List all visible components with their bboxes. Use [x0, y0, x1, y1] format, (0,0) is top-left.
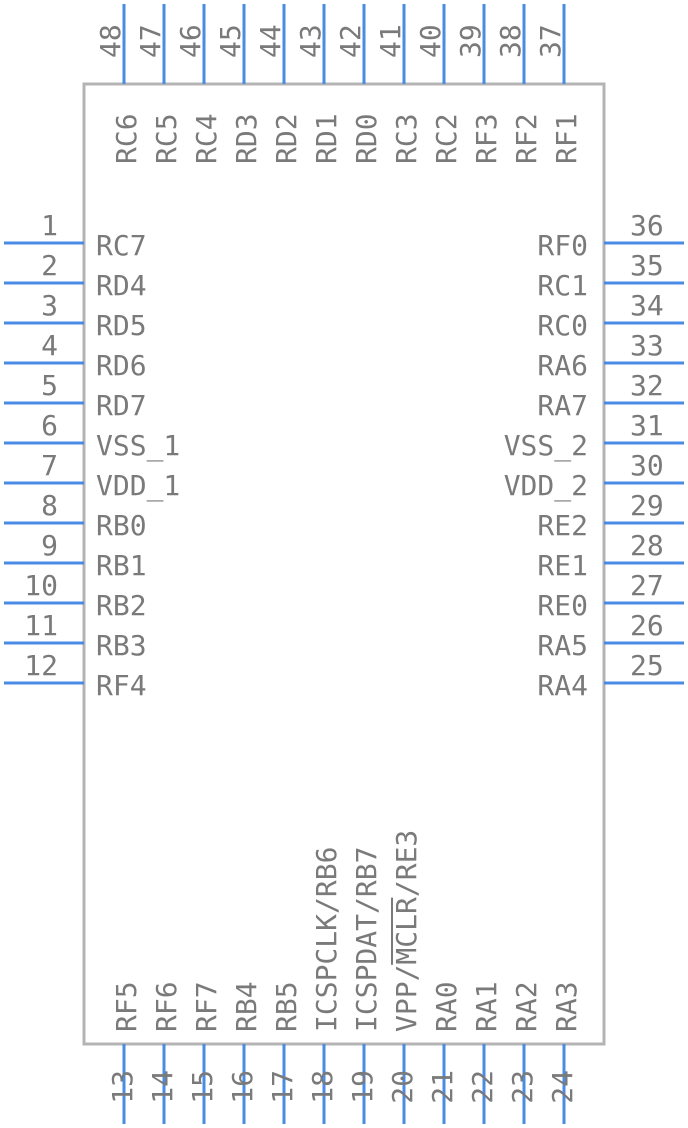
pin-number-46: 46: [174, 24, 207, 58]
pin-number-38: 38: [494, 24, 527, 58]
pin-number-11: 11: [24, 609, 58, 642]
pin-number-29: 29: [630, 489, 664, 522]
pin-number-31: 31: [630, 409, 664, 442]
pin-number-9: 9: [41, 529, 58, 562]
pin-number-25: 25: [630, 649, 664, 682]
pin-number-23: 23: [506, 1070, 539, 1104]
pin-number-21: 21: [426, 1070, 459, 1104]
pin-name-40: RC2: [430, 113, 463, 164]
pin-number-33: 33: [630, 329, 664, 362]
pin-name-21: RA0: [430, 981, 463, 1032]
pin-name-48: RC6: [110, 113, 143, 164]
pin-name-44: RD2: [270, 113, 303, 164]
pin-name-20: VPP/MCLR/RE3: [390, 830, 423, 1032]
pin-name-42: RD0: [350, 113, 383, 164]
pin-number-30: 30: [630, 449, 664, 482]
pin-name-41: RC3: [390, 113, 423, 164]
pin-number-2: 2: [41, 249, 58, 282]
pin-name-30: VDD_2: [504, 469, 588, 503]
pin-number-26: 26: [630, 609, 664, 642]
pin-name-15: RF7: [190, 981, 223, 1032]
pin-number-18: 18: [306, 1070, 339, 1104]
pin-number-34: 34: [630, 289, 664, 322]
pin-number-39: 39: [454, 24, 487, 58]
pin-number-27: 27: [630, 569, 664, 602]
pin-number-4: 4: [41, 329, 58, 362]
pin-number-16: 16: [226, 1070, 259, 1104]
pin-number-17: 17: [266, 1070, 299, 1104]
pin-name-25: RA4: [537, 669, 588, 702]
pin-number-6: 6: [41, 409, 58, 442]
pin-number-32: 32: [630, 369, 664, 402]
pin-name-32: RA7: [537, 389, 588, 422]
pin-number-43: 43: [294, 24, 327, 58]
pin-name-27: RE0: [537, 589, 588, 622]
pin-name-6: VSS_1: [96, 429, 180, 463]
pin-name-23: RA2: [510, 981, 543, 1032]
pin-number-22: 22: [466, 1070, 499, 1104]
pin-number-28: 28: [630, 529, 664, 562]
pin-name-24: RA3: [550, 981, 583, 1032]
pin-number-15: 15: [186, 1070, 219, 1104]
pin-name-39: RF3: [470, 113, 503, 164]
pin-name-16: RB4: [230, 981, 263, 1032]
pin-name-29: RE2: [537, 509, 588, 542]
pin-name-9: RB1: [96, 549, 147, 582]
pin-number-5: 5: [41, 369, 58, 402]
pin-name-18: ICSPCLK/RB6: [310, 847, 343, 1032]
pin-number-42: 42: [334, 24, 367, 58]
pin-name-31: VSS_2: [504, 429, 588, 463]
pin-name-19: ICSPDAT/RB7: [350, 847, 383, 1032]
pin-name-47: RC5: [150, 113, 183, 164]
pin-number-37: 37: [534, 24, 567, 58]
pin-number-48: 48: [94, 24, 127, 58]
pin-name-8: RB0: [96, 509, 147, 542]
ic-body-outline: [82, 82, 606, 1046]
pin-number-19: 19: [346, 1070, 379, 1104]
pin-number-20: 20: [386, 1070, 419, 1104]
pin-name-26: RA5: [537, 629, 588, 662]
pin-number-47: 47: [134, 24, 167, 58]
pin-name-7: VDD_1: [96, 469, 180, 503]
pin-name-12: RF4: [96, 669, 147, 702]
pin-number-13: 13: [106, 1070, 139, 1104]
pin-number-14: 14: [146, 1070, 179, 1104]
pin-name-3: RD5: [96, 309, 147, 342]
pin-number-45: 45: [214, 24, 247, 58]
pin-number-8: 8: [41, 489, 58, 522]
pin-name-35: RC1: [537, 269, 588, 302]
pin-name-28: RE1: [537, 549, 588, 582]
pin-number-41: 41: [374, 24, 407, 58]
pin-name-38: RF2: [510, 113, 543, 164]
pin-number-10: 10: [24, 569, 58, 602]
pin-number-36: 36: [630, 209, 664, 242]
pin-name-4: RD6: [96, 349, 147, 382]
pin-name-36: RF0: [537, 229, 588, 262]
pin-number-35: 35: [630, 249, 664, 282]
pin-name-43: RD1: [310, 113, 343, 164]
pin-number-24: 24: [546, 1070, 579, 1104]
pin-name-10: RB2: [96, 589, 147, 622]
pin-number-1: 1: [41, 209, 58, 242]
pin-name-33: RA6: [537, 349, 588, 382]
pin-number-40: 40: [414, 24, 447, 58]
pin-name-2: RD4: [96, 269, 147, 302]
pin-name-1: RC7: [96, 229, 147, 262]
pin-name-13: RF5: [110, 981, 143, 1032]
pin-number-7: 7: [41, 449, 58, 482]
pin-name-14: RF6: [150, 981, 183, 1032]
pin-name-46: RC4: [190, 113, 223, 164]
pin-number-44: 44: [254, 24, 287, 58]
pin-name-5: RD7: [96, 389, 147, 422]
pin-name-37: RF1: [550, 113, 583, 164]
pin-name-34: RC0: [537, 309, 588, 342]
pin-name-22: RA1: [470, 981, 503, 1032]
pin-number-12: 12: [24, 649, 58, 682]
pin-name-17: RB5: [270, 981, 303, 1032]
pin-name-45: RD3: [230, 113, 263, 164]
pin-number-3: 3: [41, 289, 58, 322]
pin-name-11: RB3: [96, 629, 147, 662]
